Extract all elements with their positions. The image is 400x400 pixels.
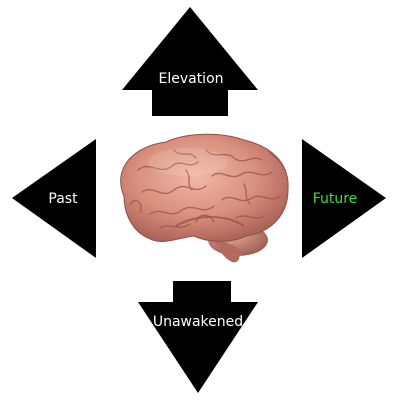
arrow-left-shape [12, 139, 96, 258]
brain-highlight [148, 148, 228, 176]
arrow-up-label: Elevation [158, 71, 223, 87]
brain-temporal-lobe [175, 216, 245, 227]
arrow-up: Elevation [122, 7, 258, 116]
arrow-left: Past [12, 139, 96, 258]
arrow-right-shape [302, 139, 386, 258]
brain-stem [212, 236, 240, 263]
arrow-down-shape [138, 281, 258, 393]
arrow-right: Future [302, 139, 386, 258]
arrow-left-label: Past [48, 191, 78, 207]
brain-folds [129, 149, 285, 229]
arrow-right-label: Future [313, 191, 358, 207]
arrow-down-label: Unawakened [153, 314, 243, 330]
arrow-down: Unawakened [138, 281, 258, 393]
arrow-up-shape [122, 7, 258, 116]
brain-image [120, 133, 289, 263]
